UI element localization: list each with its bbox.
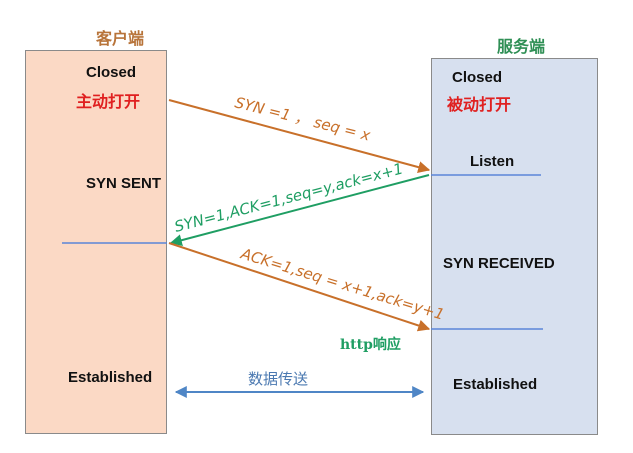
server-state-syn-received: SYN RECEIVED	[443, 255, 555, 272]
server-state-closed: Closed	[452, 69, 503, 86]
http-response-label: http响应	[340, 337, 401, 353]
client-title: 客户端	[96, 29, 145, 48]
ack-arrow	[168, 242, 431, 332]
client-panel	[25, 50, 167, 434]
client-state-closed: Closed	[86, 64, 137, 81]
server-state-listen: Listen	[470, 153, 515, 170]
syn-ack-arrow	[169, 174, 430, 247]
data-transfer-label: 数据传送	[248, 370, 309, 388]
client-state-syn-sent: SYN SENT	[86, 175, 162, 192]
server-title: 服务端	[497, 37, 546, 56]
syn-ack-message: SYN=1,ACK=1,seq=y,ack=x+1	[172, 159, 405, 235]
client-active-open-label: 主动打开	[76, 92, 141, 111]
syn-arrow	[168, 99, 431, 173]
server-passive-open-label: 被动打开	[447, 95, 512, 114]
server-state-established: Established	[453, 376, 538, 393]
client-state-established: Established	[68, 369, 153, 386]
ack-message: ACK=1,seq = x+1,ack=y+1	[238, 244, 447, 323]
server-panel	[431, 58, 598, 435]
